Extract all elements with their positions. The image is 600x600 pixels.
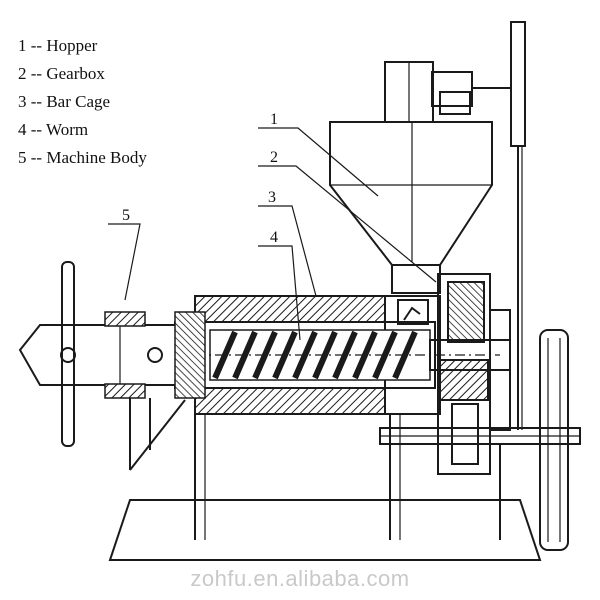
worm-screw bbox=[175, 329, 511, 381]
callout-1: 1 bbox=[270, 111, 278, 128]
callout-5: 5 bbox=[122, 207, 130, 224]
legend-item-hopper: 1 -- Hopper bbox=[18, 36, 98, 55]
callout-3: 3 bbox=[268, 189, 276, 206]
legend-item-worm: 4 -- Worm bbox=[18, 120, 89, 139]
legend-item-bar-cage: 3 -- Bar Cage bbox=[18, 92, 111, 111]
top-handwheel bbox=[510, 21, 526, 430]
callout-2: 2 bbox=[270, 149, 278, 166]
leader-lines bbox=[108, 127, 437, 341]
machine-body bbox=[18, 261, 542, 561]
legend: 1 -- Hopper 2 -- Gearbox 3 -- Bar Cage 4… bbox=[18, 32, 147, 172]
legend-item-gearbox: 2 -- Gearbox bbox=[18, 64, 105, 83]
pulley bbox=[379, 329, 581, 551]
watermark: zohfu.en.alibaba.com bbox=[190, 566, 410, 591]
hopper bbox=[329, 61, 512, 294]
callout-4: 4 bbox=[270, 229, 278, 246]
legend-item-machine-body: 5 -- Machine Body bbox=[18, 148, 147, 167]
